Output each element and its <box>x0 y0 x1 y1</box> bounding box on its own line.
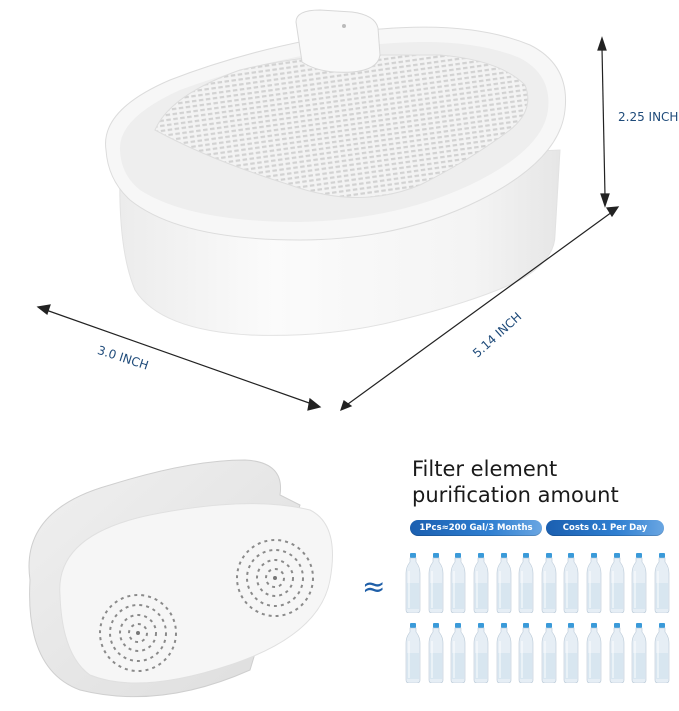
water-bottle-icon <box>541 623 557 684</box>
water-bottle-icon <box>631 623 647 684</box>
bottle-row <box>405 553 670 614</box>
water-bottle-icon <box>496 623 512 684</box>
water-bottle-icon <box>428 623 444 684</box>
water-bottle-icon <box>473 623 489 684</box>
water-bottle-icon <box>450 553 466 614</box>
capacity-badge: 1Pcs≈200 Gal/3 Months <box>410 520 542 536</box>
water-bottle-icon <box>609 623 625 684</box>
water-bottle-icon <box>586 623 602 684</box>
bottle-row <box>405 623 670 684</box>
water-bottle-icon <box>654 553 670 614</box>
cost-badge: Costs 0.1 Per Day <box>546 520 664 536</box>
water-bottles-grid <box>405 553 670 693</box>
water-bottle-icon <box>563 553 579 614</box>
water-bottle-icon <box>405 553 421 614</box>
water-bottle-icon <box>428 553 444 614</box>
water-bottle-icon <box>631 553 647 614</box>
filter-cartridge-bottom-image <box>28 459 333 698</box>
water-bottle-icon <box>654 623 670 684</box>
title-line-2: purification amount <box>412 483 619 507</box>
water-bottle-icon <box>541 553 557 614</box>
purification-title: Filter element purification amount <box>412 456 619 508</box>
water-bottle-icon <box>450 623 466 684</box>
water-bottle-icon <box>563 623 579 684</box>
water-bottle-icon <box>586 553 602 614</box>
water-bottle-icon <box>518 623 534 684</box>
water-bottle-icon <box>496 553 512 614</box>
height-dimension-label: 2.25 INCH <box>618 110 679 124</box>
water-bottle-icon <box>473 553 489 614</box>
title-line-1: Filter element <box>412 457 558 481</box>
water-bottle-icon <box>405 623 421 684</box>
water-bottle-icon <box>518 553 534 614</box>
approximately-equal-icon: ≈ <box>362 570 386 603</box>
water-bottle-icon <box>609 553 625 614</box>
filter-cartridge-top-image <box>36 9 620 412</box>
